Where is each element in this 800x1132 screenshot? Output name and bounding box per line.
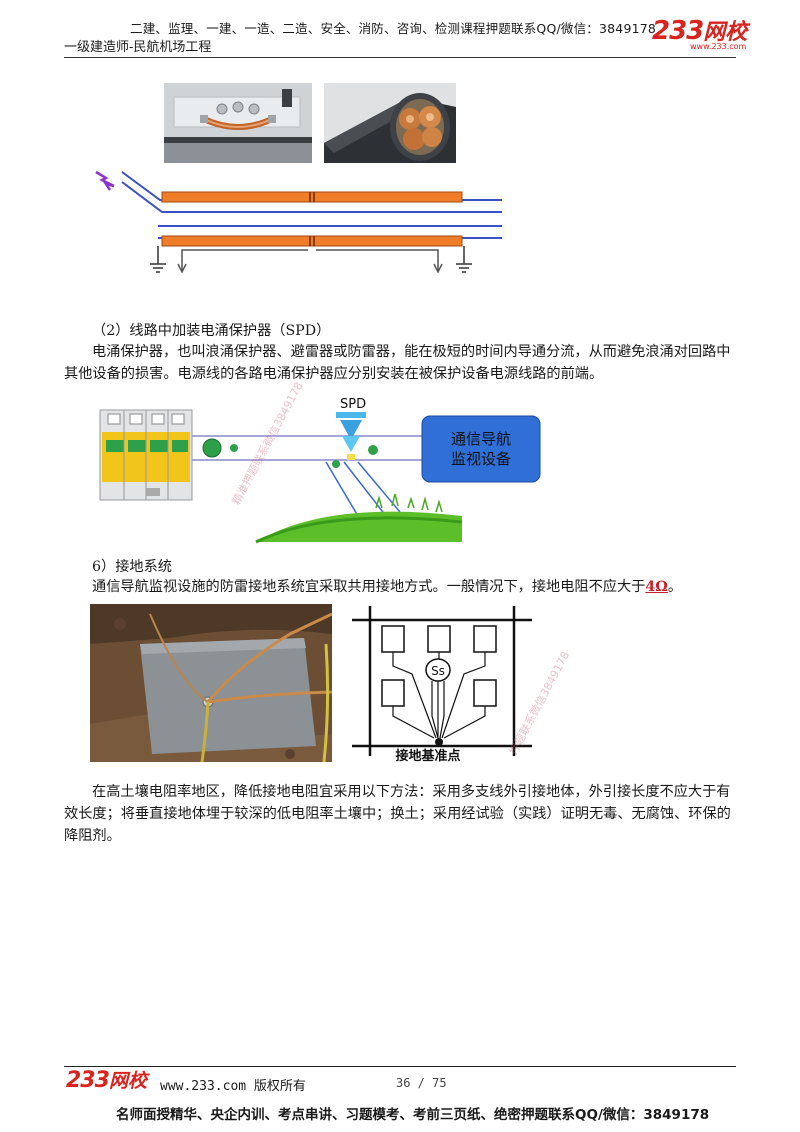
spd-installation-diagram: SPD 通信导航 监视设备 [96, 396, 546, 546]
resistance-value-link[interactable]: 4Ω [645, 579, 668, 595]
bonding-strap-photo [164, 83, 312, 163]
device-label-line2: 监视设备 [451, 450, 511, 468]
header-subject: 一级建造师-民航机场工程 [64, 40, 212, 55]
device-label-line1: 通信导航 [451, 430, 511, 448]
header-logo-text: 网校 [703, 20, 748, 45]
section-heading-ground-text: 6）接地系统 [92, 559, 172, 575]
footer-rule [64, 1066, 736, 1067]
armored-cable-photo [324, 83, 456, 163]
header-logo-url: www.233.com [690, 42, 747, 51]
header-course-line: 二建、监理、一建、一造、二造、安全、消防、咨询、检测课程押题联系QQ/微信：38… [130, 21, 657, 36]
footer-logo-number: 233 [66, 1068, 110, 1093]
section-heading-ground: 6）接地系统 [92, 556, 172, 576]
grid-base-label: 接地基准点 [395, 748, 460, 762]
cable-grounding-diagram [92, 160, 512, 280]
spd-label: SPD [340, 397, 366, 412]
ground-plate-photo [90, 604, 333, 763]
section-heading-spd: （2）线路中加装电涌保护器（SPD） [92, 323, 331, 339]
header-logo-number: 233 [652, 16, 704, 46]
header-rule [64, 57, 736, 58]
paragraph-spd: 电涌保护器，也叫浪涌保护器、避雷器或防雷器，能在极短的时间内导通分流，从而避免浪… [64, 344, 731, 382]
paragraph-ground-prefix: 通信导航监视设施的防雷接地系统宜采取共用接地方式。一般情况下，接地电阻不应大于 [92, 579, 646, 595]
footer-course-line: 名师面授精华、央企内训、考点串讲、习题模考、考前三页纸、绝密押题联系QQ/微信：… [116, 1107, 710, 1123]
paragraph-soil: 在高土壤电阻率地区，降低接地电阻宜采用以下方法：采用多支线外引接地体，外引接长度… [64, 784, 731, 844]
paragraph-ground-suffix: 。 [667, 579, 683, 595]
footer-logo: 233网校 [66, 1066, 147, 1093]
grounding-grid-diagram: Ss 接地基准点 [352, 606, 532, 764]
footer-site: www.233.com 版权所有 [160, 1079, 306, 1094]
paragraph-ground: 通信导航监视设施的防雷接地系统宜采取共用接地方式。一般情况下，接地电阻不应大于4… [92, 576, 682, 598]
footer-logo-text: 网校 [108, 1070, 147, 1092]
grid-center-label: Ss [431, 664, 445, 678]
lightning-icon [95, 170, 115, 191]
page-number: 36 / 75 [396, 1076, 447, 1090]
header-logo: 233网校 [652, 14, 747, 46]
